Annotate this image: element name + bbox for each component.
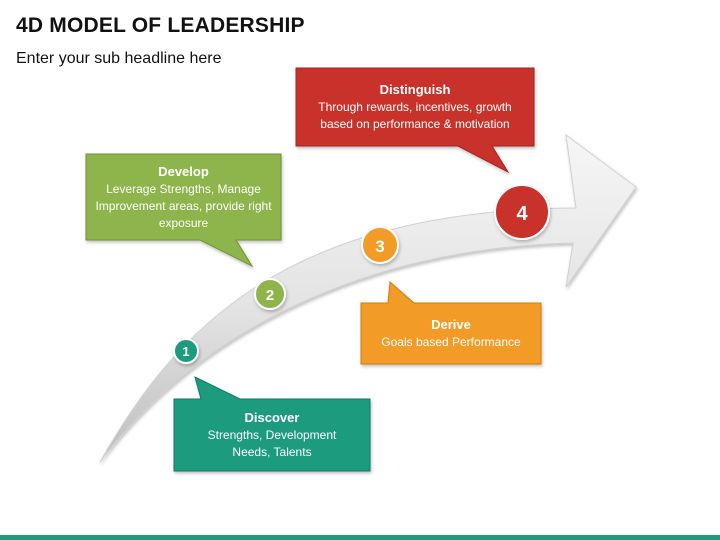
callout-discover: Discover Strengths, Development Needs, T… [174, 399, 370, 471]
step-1-number: 1 [182, 344, 189, 359]
callout-derive: Derive Goals based Performance [361, 303, 541, 364]
footer-bar [0, 535, 720, 540]
step-1-title: Discover [244, 410, 300, 425]
step-1-description: Strengths, Development Needs, Talents [207, 428, 337, 459]
step-2-number: 2 [266, 287, 274, 304]
step-3-number: 3 [375, 237, 384, 256]
step-4-number: 4 [516, 203, 528, 225]
callout-discover-shape [173, 376, 371, 472]
callout-distinguish: Distinguish Through rewards, incentives,… [296, 68, 534, 146]
callout-develop-shape [85, 153, 282, 268]
step-3-description: Goals based Performance [381, 335, 521, 349]
page-title: 4D MODEL OF LEADERSHIP [16, 14, 305, 37]
callout-develop: Develop Leverage Strengths, Manage Impro… [86, 154, 281, 240]
step-4-marker: 4 [494, 184, 550, 240]
step-4-description: Through rewards, incentives, growth base… [318, 100, 512, 131]
step-3-title: Derive [431, 317, 471, 332]
step-3-marker: 3 [361, 226, 399, 264]
step-1-marker: 1 [173, 338, 199, 364]
step-2-marker: 2 [254, 278, 286, 310]
callout-distinguish-shape [295, 67, 535, 174]
step-2-description: Leverage Strengths, Manage Improvement a… [95, 181, 272, 230]
step-2-title: Develop [158, 163, 209, 179]
step-4-title: Distinguish [379, 82, 451, 97]
page-subtitle: Enter your sub headline here [16, 50, 222, 67]
callout-derive-shape [360, 280, 542, 365]
